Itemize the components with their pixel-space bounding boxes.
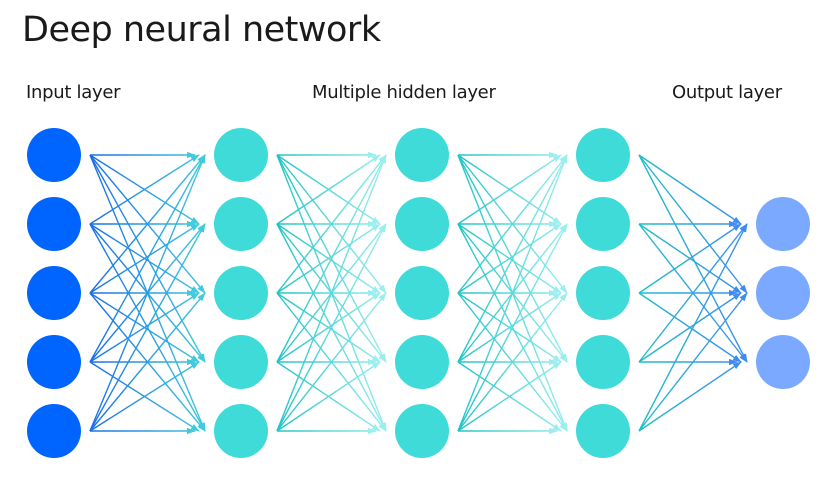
edge xyxy=(457,154,562,225)
edge xyxy=(457,223,562,294)
hidden-2-node xyxy=(395,266,449,320)
hidden-3-layer-nodes xyxy=(576,128,630,458)
edge xyxy=(638,223,748,363)
edge xyxy=(89,292,200,363)
edge xyxy=(89,223,206,432)
edge xyxy=(276,292,381,363)
input-node xyxy=(27,335,81,389)
edge xyxy=(638,154,748,363)
edge xyxy=(638,154,742,225)
edge xyxy=(89,154,206,432)
hidden-2-node xyxy=(395,404,449,458)
hidden-2-node xyxy=(395,335,449,389)
edge xyxy=(276,154,381,225)
hidden-3-node xyxy=(576,197,630,251)
diagram-title: Deep neural network xyxy=(22,10,381,50)
hidden-1-layer-nodes xyxy=(214,128,268,458)
hidden-3-node xyxy=(576,335,630,389)
input-layer-label: Input layer xyxy=(26,82,121,103)
edge xyxy=(276,154,387,432)
edge xyxy=(457,154,568,363)
edge xyxy=(89,292,206,432)
hidden-2-node xyxy=(395,128,449,182)
hidden-1-node xyxy=(214,404,268,458)
edge xyxy=(638,292,742,363)
edge xyxy=(276,223,381,294)
input-node xyxy=(27,404,81,458)
edge xyxy=(457,223,568,432)
output-layer-nodes xyxy=(756,197,810,389)
edge xyxy=(276,361,381,432)
edge xyxy=(89,154,200,225)
edge xyxy=(638,292,748,432)
edge xyxy=(276,223,387,432)
hidden-1-node xyxy=(214,197,268,251)
edge xyxy=(89,154,206,363)
output-node xyxy=(756,197,810,251)
edge xyxy=(638,223,742,294)
connections-hidden-1-to-hidden-2 xyxy=(276,151,387,435)
edge xyxy=(457,361,562,432)
connections-hidden-2-to-hidden-3 xyxy=(457,151,568,435)
edge xyxy=(457,154,568,432)
hidden-3-node xyxy=(576,266,630,320)
edge xyxy=(276,154,387,363)
edge xyxy=(638,223,748,432)
hidden-1-node xyxy=(214,128,268,182)
edge xyxy=(276,154,387,294)
hidden-layer-label: Multiple hidden layer xyxy=(312,82,496,103)
output-node xyxy=(756,266,810,320)
connections-input-to-hidden-1 xyxy=(89,151,206,435)
edge xyxy=(89,223,200,294)
hidden-3-node xyxy=(576,404,630,458)
input-node xyxy=(27,266,81,320)
hidden-1-node xyxy=(214,266,268,320)
edge xyxy=(276,292,387,432)
edge xyxy=(89,154,206,294)
edge xyxy=(638,361,742,432)
input-layer-nodes xyxy=(27,128,81,458)
edge xyxy=(457,154,568,294)
hidden-3-node xyxy=(576,128,630,182)
hidden-2-node xyxy=(395,197,449,251)
edge xyxy=(457,292,568,432)
hidden-1-node xyxy=(214,335,268,389)
hidden-2-layer-nodes xyxy=(395,128,449,458)
edge xyxy=(89,361,200,432)
input-node xyxy=(27,197,81,251)
output-layer-label: Output layer xyxy=(672,82,782,103)
output-node xyxy=(756,335,810,389)
edge xyxy=(457,292,562,363)
connections-hidden-3-to-output xyxy=(638,154,748,432)
input-node xyxy=(27,128,81,182)
